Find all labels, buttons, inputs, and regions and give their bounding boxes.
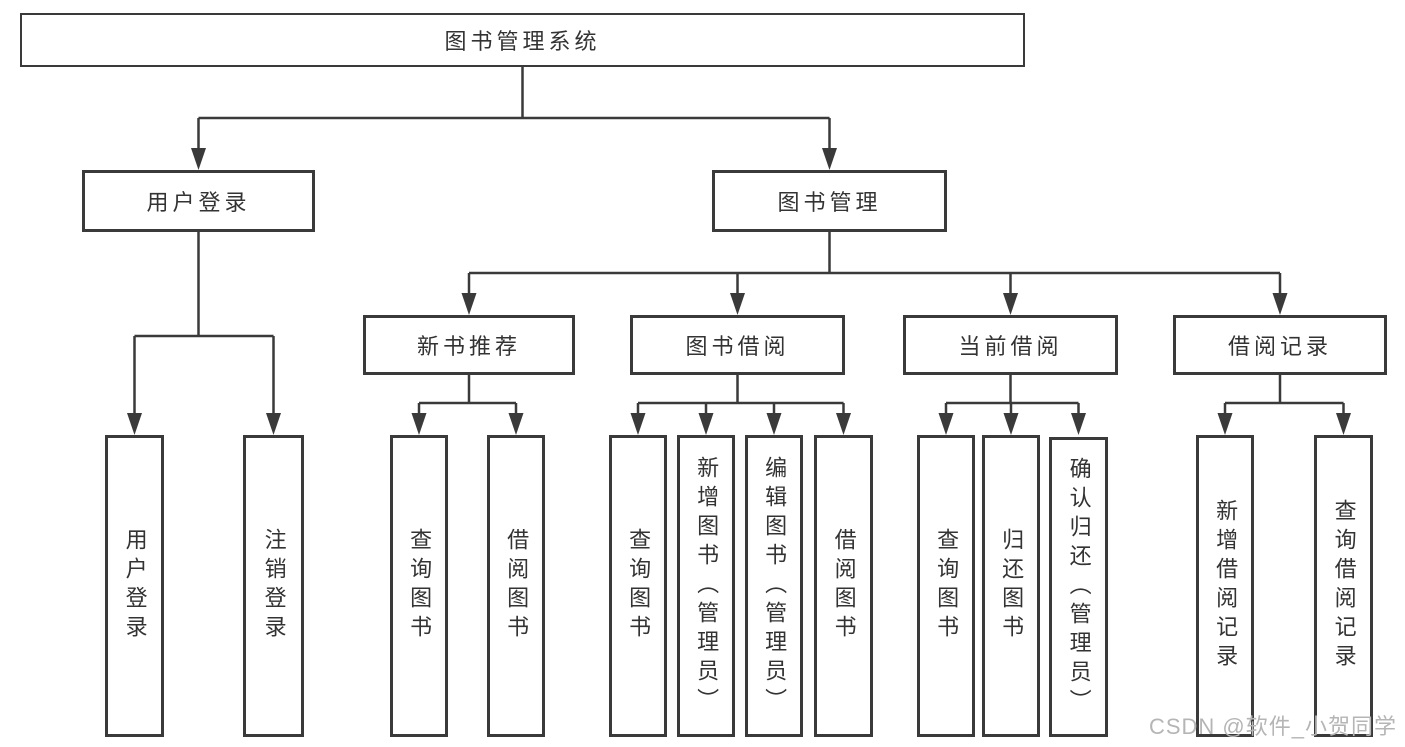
node-user-login-label: 用户登录 (146, 190, 251, 215)
arrow-down-icon (698, 413, 714, 435)
node-book-borrowing-label: 图书借阅 (685, 334, 790, 359)
arrow-down-icon (1003, 293, 1018, 315)
node-current-borrowing: 当前借阅 (903, 315, 1118, 375)
node-user-login: 用户登录 (82, 170, 315, 232)
arrow-down-icon (836, 413, 851, 435)
leaf-logout: 注销登录 (243, 435, 304, 737)
leaf-query-borrow-record: 查询借阅记录 (1314, 435, 1373, 737)
leaf-query-books-borrowing: 查询图书 (609, 435, 667, 737)
leaf-borrow-books-borrowing-label: 借阅图书 (831, 528, 857, 644)
node-book-management: 图书管理 (712, 170, 947, 232)
arrow-down-icon (1071, 413, 1086, 435)
node-library-system: 图书管理系统 (20, 13, 1025, 67)
leaf-user-login: 用户登录 (105, 435, 164, 737)
leaf-confirm-return-admin-label: 确认归还（管理员） (1066, 456, 1092, 718)
arrow-down-icon (191, 148, 206, 170)
leaf-query-books-recommend-label: 查询图书 (407, 528, 433, 644)
leaf-add-borrow-record-label: 新增借阅记录 (1213, 499, 1239, 673)
arrow-down-icon (266, 413, 281, 435)
arrow-down-icon (1272, 293, 1288, 315)
leaf-logout-label: 注销登录 (261, 528, 287, 644)
node-book-management-label: 图书管理 (777, 190, 882, 215)
watermark: CSDN @软件_小贺同学 (1148, 714, 1397, 739)
arrow-down-icon (1217, 413, 1233, 435)
leaf-borrow-books-borrowing: 借阅图书 (814, 435, 873, 737)
leaf-borrow-books-recommend-label: 借阅图书 (504, 528, 530, 644)
edge-root-to-level2 (197, 67, 831, 150)
leaf-edit-book-admin-label: 编辑图书（管理员） (762, 455, 788, 717)
node-new-book-recommend-label: 新书推荐 (416, 334, 521, 359)
leaf-confirm-return-admin: 确认归还（管理员） (1049, 437, 1108, 737)
node-borrowing-records-label: 借阅记录 (1227, 334, 1332, 359)
leaf-return-books-label: 归还图书 (999, 528, 1025, 644)
edge-book-mgmt-to-level3 (467, 232, 1282, 296)
arrow-down-icon (1003, 413, 1019, 435)
node-book-borrowing: 图书借阅 (630, 315, 845, 375)
leaf-user-login-label: 用户登录 (122, 528, 148, 644)
arrow-down-icon (411, 413, 427, 435)
arrow-down-icon (730, 293, 745, 315)
arrow-down-icon (766, 413, 782, 435)
edge-records-to-leaves (1223, 375, 1345, 416)
arrow-down-icon (822, 148, 837, 170)
leaf-return-books: 归还图书 (982, 435, 1040, 737)
arrow-down-icon (938, 413, 954, 435)
arrow-down-icon (461, 293, 477, 315)
arrow-down-icon (1336, 413, 1351, 435)
leaf-query-books-current-label: 查询图书 (934, 528, 960, 644)
node-current-borrowing-label: 当前借阅 (958, 334, 1063, 359)
leaf-borrow-books-recommend: 借阅图书 (487, 435, 545, 737)
node-library-system-label: 图书管理系统 (444, 29, 601, 54)
node-borrowing-records: 借阅记录 (1173, 315, 1387, 375)
leaf-add-borrow-record: 新增借阅记录 (1196, 435, 1254, 737)
edge-current-borrow-to-leaves (944, 375, 1080, 416)
leaf-add-book-admin-label: 新增图书（管理员） (694, 455, 720, 717)
leaf-query-books-recommend: 查询图书 (390, 435, 448, 737)
edge-user-login-to-leaves (133, 232, 275, 416)
leaf-query-books-current: 查询图书 (917, 435, 975, 737)
edge-book-borrow-to-leaves (636, 375, 845, 416)
arrow-down-icon (630, 413, 646, 435)
leaf-query-books-borrowing-label: 查询图书 (626, 528, 652, 644)
leaf-add-book-admin: 新增图书（管理员） (677, 435, 735, 737)
arrow-down-icon (508, 413, 524, 435)
leaf-edit-book-admin: 编辑图书（管理员） (745, 435, 803, 737)
leaf-query-borrow-record-label: 查询借阅记录 (1331, 499, 1357, 673)
node-new-book-recommend: 新书推荐 (363, 315, 575, 375)
arrow-down-icon (127, 413, 142, 435)
edge-new-book-to-leaves (417, 375, 518, 416)
